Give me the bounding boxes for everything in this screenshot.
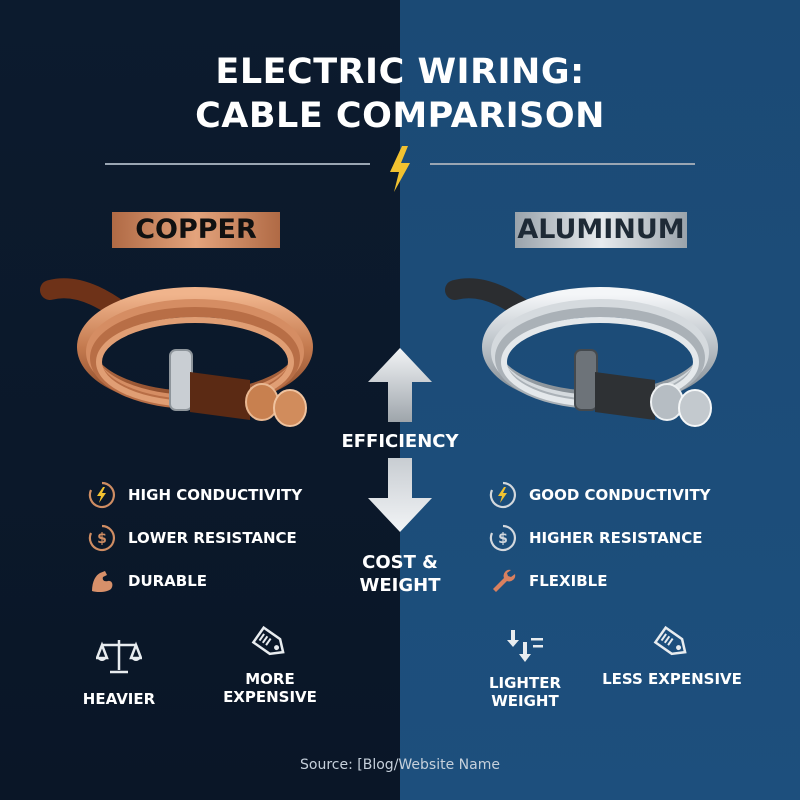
cost-weight-text: COST & WEIGHT xyxy=(359,552,441,596)
efficiency-arrow-up-icon xyxy=(368,348,432,422)
aluminum-bottom-lighter: LIGHTER WEIGHT xyxy=(455,628,595,710)
cost-weight-arrow-down-icon xyxy=(368,458,432,532)
copper-label: COPPER xyxy=(112,212,280,248)
flexed-arm-icon xyxy=(92,571,113,593)
lightning-bolt-icon xyxy=(390,146,410,192)
price-tag-icon xyxy=(653,625,687,656)
cost-weight-label: COST & WEIGHT xyxy=(320,551,480,597)
aluminum-cable-image xyxy=(445,278,718,427)
copper-feature-2-text: LOWER RESISTANCE xyxy=(128,529,297,547)
balance-scale-icon xyxy=(96,640,142,674)
aluminum-feature-3-text: FLEXIBLE xyxy=(529,572,608,590)
dollar-cycle-icon: $ xyxy=(88,524,115,552)
copper-feature-3: DURABLE xyxy=(88,567,207,595)
copper-bottom-heavier: HEAVIER xyxy=(49,636,189,708)
aluminum-feature-2: $ HIGHER RESISTANCE xyxy=(489,524,703,552)
lightning-cycle-icon xyxy=(88,481,115,509)
page-title-line2: CABLE COMPARISON xyxy=(195,96,605,136)
aluminum-feature-1-text: GOOD CONDUCTIVITY xyxy=(529,486,711,504)
copper-cable-image xyxy=(40,278,313,427)
copper-feature-1-text: HIGH CONDUCTIVITY xyxy=(128,486,303,504)
aluminum-feature-2-text: HIGHER RESISTANCE xyxy=(529,529,703,547)
source-credit: Source: [Blog/Website Name xyxy=(300,757,500,773)
divider-left xyxy=(105,163,370,165)
down-arrows-icon xyxy=(507,630,543,662)
svg-text:$: $ xyxy=(97,531,107,547)
aluminum-bottom-less-expensive: LESS EXPENSIVE xyxy=(602,624,742,688)
price-tag-icon xyxy=(251,625,285,656)
aluminum-bottom-lighter-text: LIGHTER WEIGHT xyxy=(488,674,562,710)
copper-feature-2: $ LOWER RESISTANCE xyxy=(88,524,297,552)
aluminum-feature-1: GOOD CONDUCTIVITY xyxy=(489,481,711,509)
copper-bottom-expensive-text: MORE EXPENSIVE xyxy=(223,670,317,706)
aluminum-label: ALUMINUM xyxy=(515,212,687,248)
wrench-icon xyxy=(493,569,516,592)
aluminum-bottom-less-expensive-text: LESS EXPENSIVE xyxy=(602,670,742,688)
efficiency-label: EFFICIENCY xyxy=(341,431,459,452)
copper-feature-1: HIGH CONDUCTIVITY xyxy=(88,481,302,509)
divider-right xyxy=(430,163,695,165)
copper-feature-3-text: DURABLE xyxy=(128,572,208,590)
copper-bottom-expensive: MORE EXPENSIVE xyxy=(200,624,340,706)
lightning-cycle-icon xyxy=(489,481,516,509)
copper-bottom-heavier-text: HEAVIER xyxy=(82,690,156,708)
dollar-cycle-icon: $ xyxy=(489,524,516,552)
svg-text:$: $ xyxy=(498,531,508,547)
aluminum-feature-3: FLEXIBLE xyxy=(489,567,607,595)
page-title-line1: ELECTRIC WIRING: xyxy=(215,52,585,92)
